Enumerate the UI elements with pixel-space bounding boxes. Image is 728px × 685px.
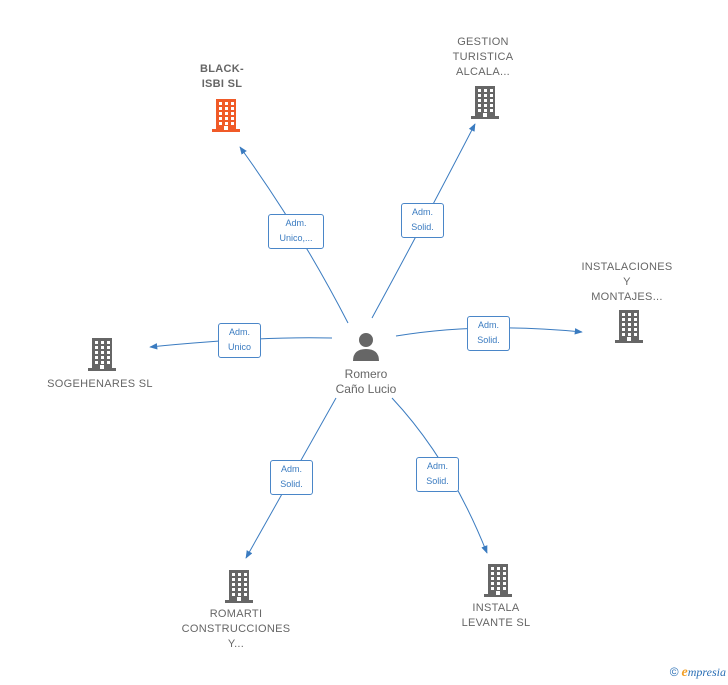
role-label-line: Adm. — [280, 464, 302, 474]
role-label-gestion-turistica[interactable]: Adm. Solid. — [401, 203, 444, 238]
node-label-instalaciones-montajes[interactable]: INSTALACIONES Y MONTAJES... — [572, 260, 682, 305]
role-label-line: Solid. — [477, 335, 500, 345]
node-label-line: GESTION — [457, 36, 509, 48]
node-label-black-isbi[interactable]: BLACK- ISBI SL — [172, 62, 272, 92]
brand-name: mpresia — [687, 665, 726, 679]
node-label-line: INSTALA — [472, 602, 520, 614]
center-name-line2: Caño Lucio — [335, 382, 397, 396]
building-icon[interactable] — [223, 568, 255, 604]
role-label-line: Unico,... — [279, 233, 313, 243]
node-label-line: BLACK- — [200, 63, 244, 75]
role-label-sogehenares[interactable]: Adm. Unico — [218, 323, 261, 358]
role-label-line: Adm. — [228, 327, 250, 337]
node-label-gestion-turistica[interactable]: GESTION TURISTICA ALCALA... — [433, 35, 533, 80]
node-label-line: LEVANTE SL — [461, 617, 531, 629]
role-label-line: Adm. — [411, 207, 433, 217]
copyright-symbol: © — [669, 665, 679, 679]
node-label-instala-levante[interactable]: INSTALA LEVANTE SL — [446, 601, 546, 631]
node-label-line: ALCALA... — [455, 66, 511, 78]
building-icon[interactable] — [613, 308, 645, 344]
center-name-line1: Romero — [344, 367, 388, 381]
node-label-line: CONSTRUCCIONES — [181, 623, 291, 635]
node-label-sogehenares[interactable]: SOGEHENARES SL — [40, 377, 160, 392]
role-label-line: Solid. — [426, 476, 449, 486]
role-label-line: Adm. — [426, 461, 448, 471]
role-label-instala-levante[interactable]: Adm. Solid. — [416, 457, 459, 492]
node-label-line: Y — [623, 276, 631, 288]
role-label-line: Adm. — [285, 218, 307, 228]
role-label-line: Solid. — [280, 479, 303, 489]
role-label-romarti[interactable]: Adm. Solid. — [270, 460, 313, 495]
node-label-line: Y... — [227, 638, 245, 650]
node-label-line: ROMARTI — [209, 608, 263, 620]
role-label-line: Unico — [227, 342, 251, 352]
building-icon[interactable] — [482, 562, 514, 598]
person-icon[interactable] — [351, 331, 381, 361]
node-label-line: MONTAJES... — [591, 291, 663, 303]
node-label-romarti[interactable]: ROMARTI CONSTRUCCIONES Y... — [176, 607, 296, 652]
building-icon[interactable] — [86, 336, 118, 372]
brand-initial: e — [681, 665, 688, 680]
node-label-line: TURISTICA — [452, 51, 514, 63]
empresia-brand[interactable]: © empresia — [670, 665, 726, 681]
building-icon[interactable] — [469, 84, 501, 120]
role-label-instalaciones-montajes[interactable]: Adm. Solid. — [467, 316, 510, 351]
role-label-black-isbi[interactable]: Adm. Unico,... — [268, 214, 324, 249]
node-label-line: INSTALACIONES — [581, 261, 673, 273]
building-icon[interactable] — [210, 97, 242, 133]
role-label-line: Adm. — [477, 320, 499, 330]
node-label-line: ISBI SL — [201, 78, 243, 90]
center-person-name[interactable]: Romero Caño Lucio — [316, 367, 416, 397]
role-label-line: Solid. — [411, 222, 434, 232]
node-label-line: SOGEHENARES SL — [47, 378, 153, 390]
